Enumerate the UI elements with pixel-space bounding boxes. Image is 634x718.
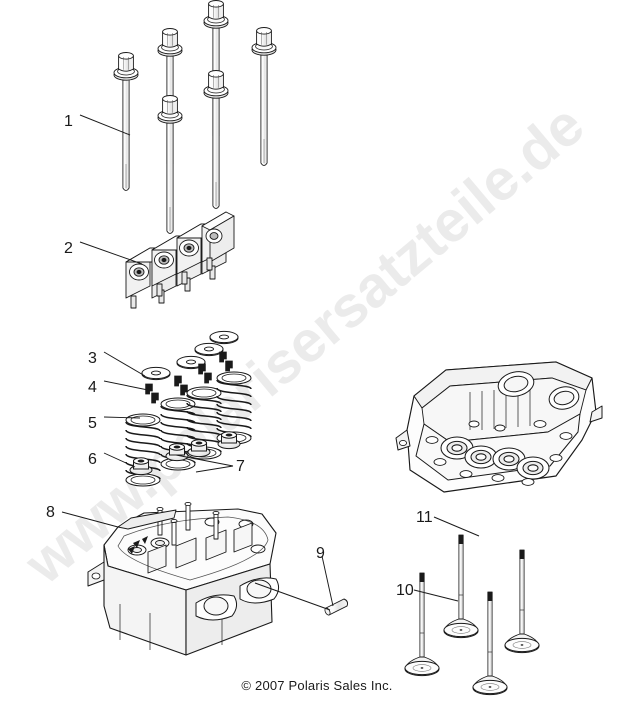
part-group-dowel-pin bbox=[324, 598, 349, 616]
callout-6[interactable]: 6 bbox=[88, 451, 97, 468]
copyright-notice: © 2007 Polaris Sales Inc. bbox=[241, 678, 393, 693]
callout-9[interactable]: 9 bbox=[316, 545, 325, 562]
callout-leader-lines bbox=[61, 114, 480, 611]
callout-3[interactable]: 3 bbox=[88, 350, 97, 367]
callout-5[interactable]: 5 bbox=[88, 415, 97, 432]
callout-2[interactable]: 2 bbox=[64, 240, 73, 257]
part-group-valves bbox=[404, 534, 540, 696]
callout-1[interactable]: 1 bbox=[64, 113, 73, 130]
callout-10[interactable]: 10 bbox=[396, 582, 414, 599]
part-group-head-bolts bbox=[113, 0, 277, 234]
callout-4[interactable]: 4 bbox=[88, 379, 97, 396]
part-group-cylinder-head-combustion-side bbox=[395, 361, 603, 493]
callout-7[interactable]: 7 bbox=[236, 458, 245, 475]
part-group-cylinder-head-assembly bbox=[87, 501, 280, 656]
callout-11[interactable]: 11 bbox=[416, 509, 433, 526]
part-group-rocker-arm-assembly bbox=[125, 211, 235, 309]
callout-8[interactable]: 8 bbox=[46, 504, 55, 521]
